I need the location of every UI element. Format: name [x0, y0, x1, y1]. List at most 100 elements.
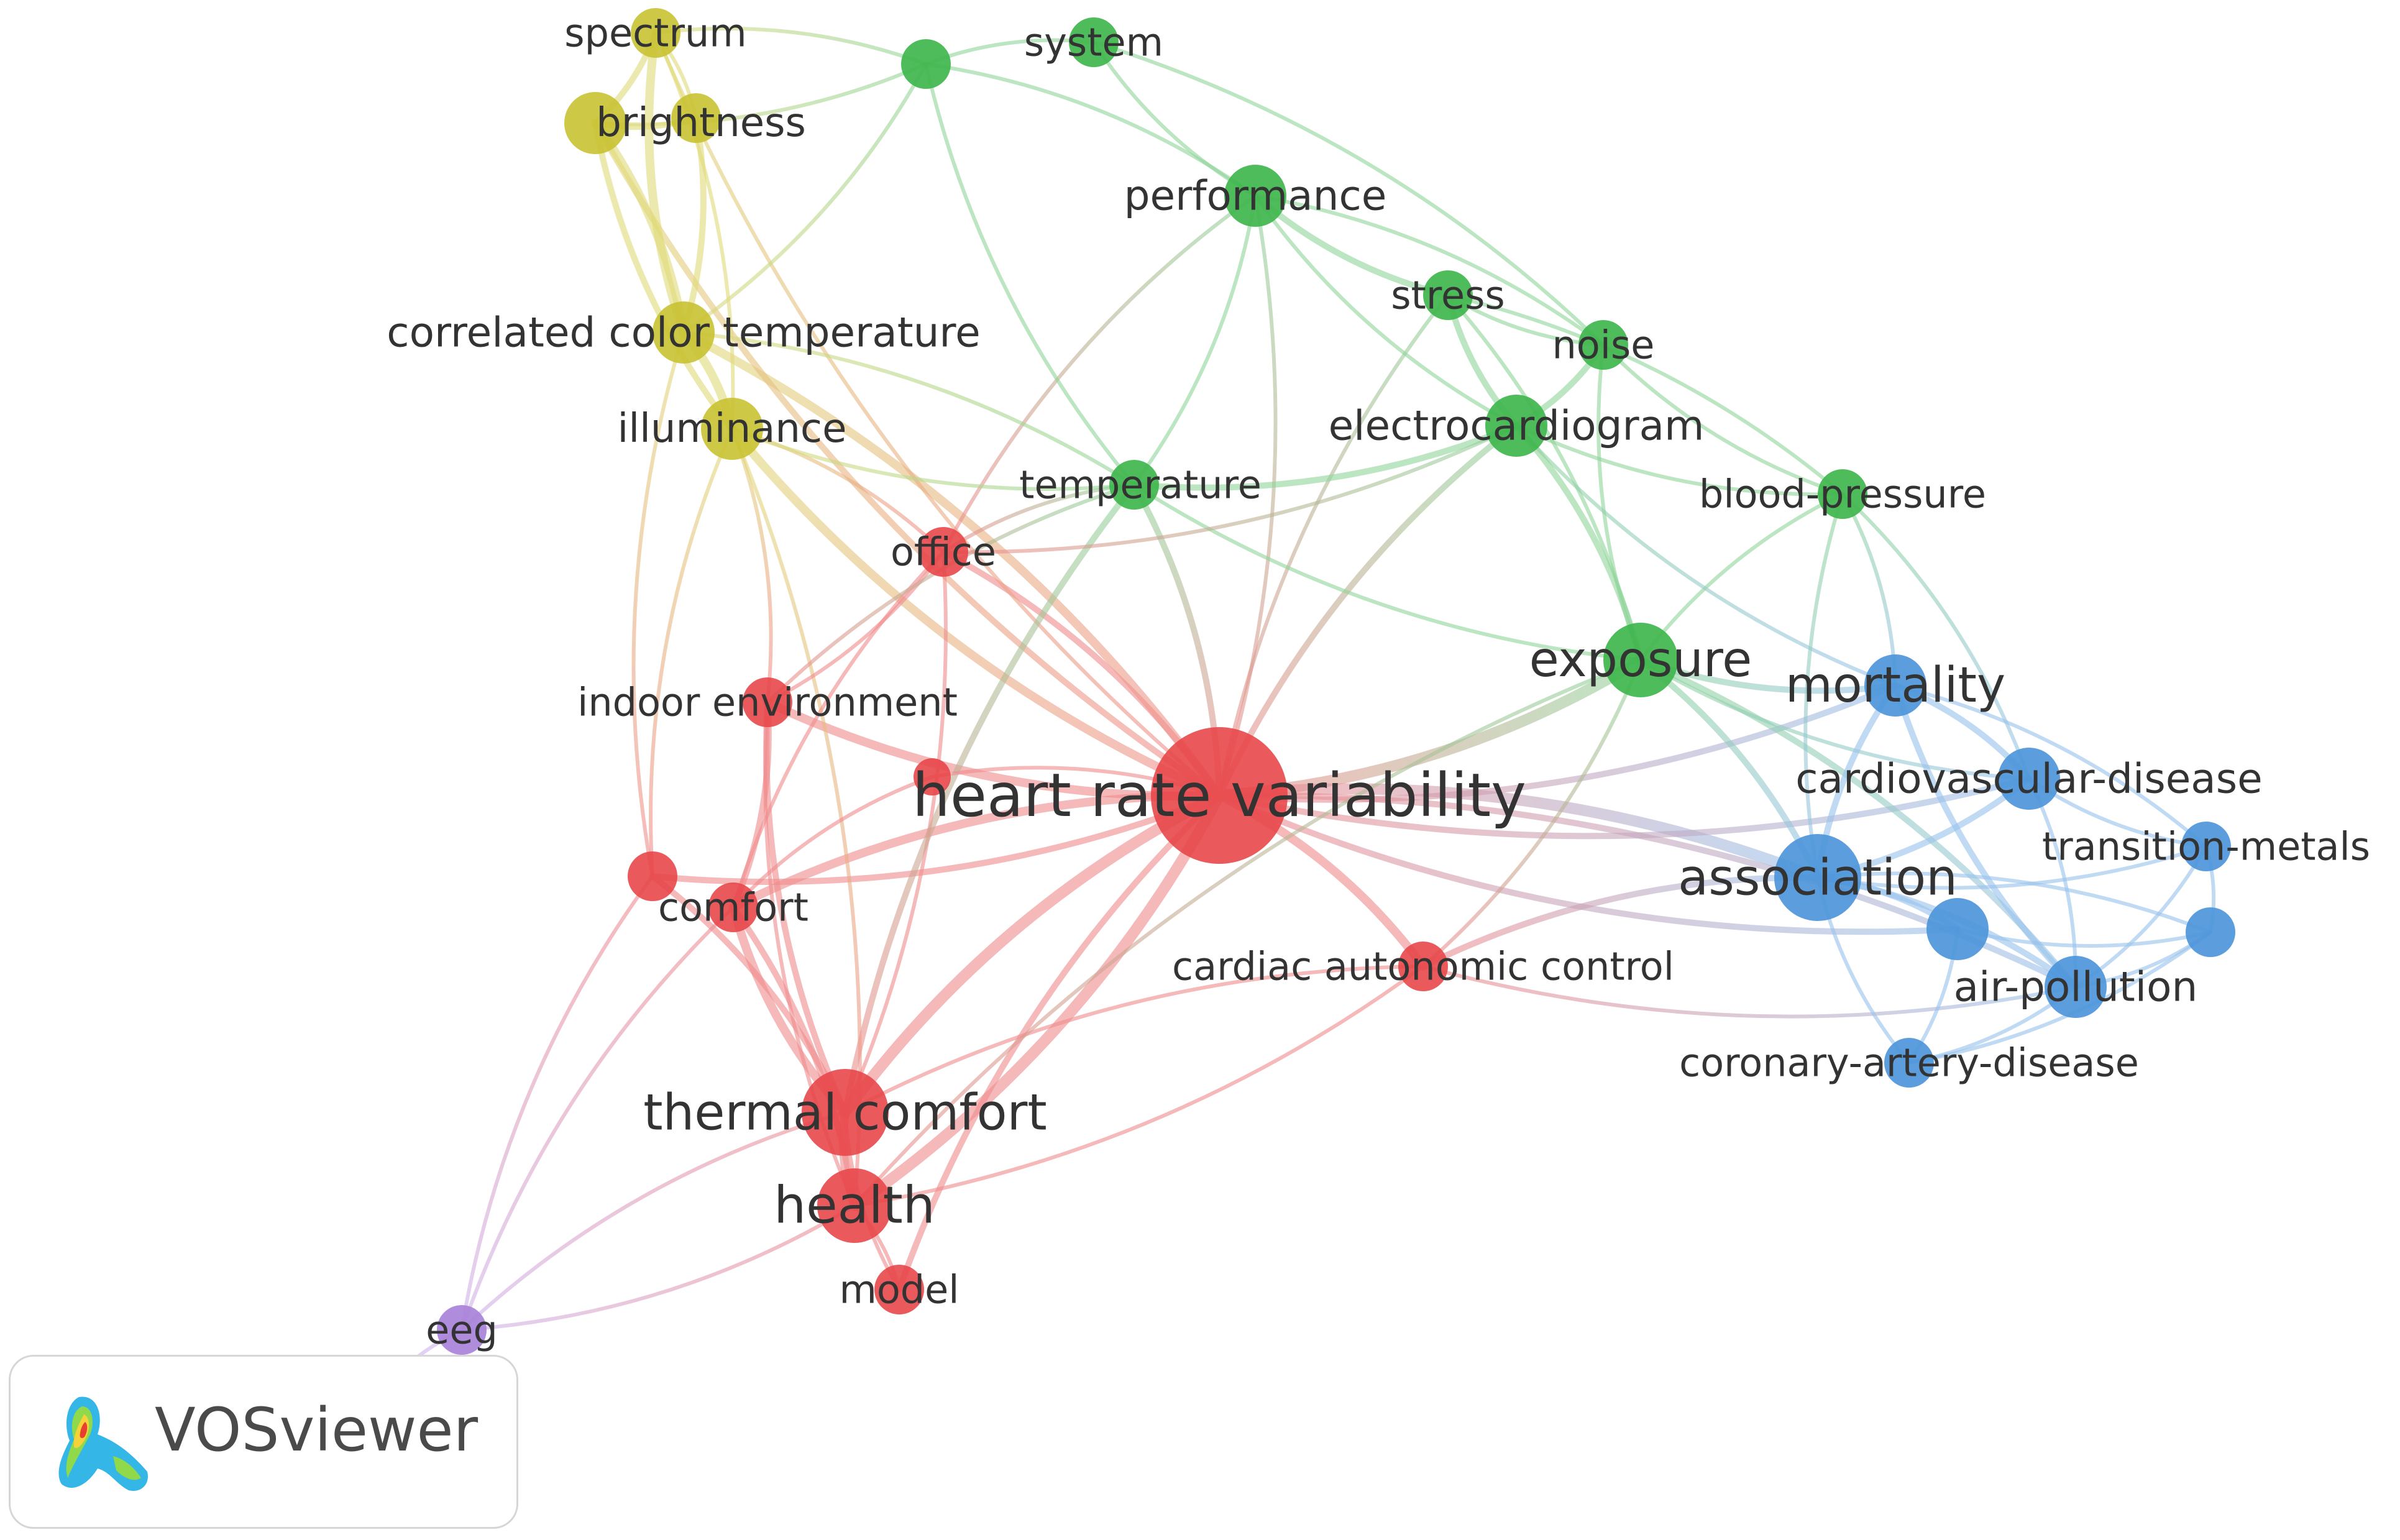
node-cardiovascular-disease[interactable] [1998, 748, 2060, 810]
node-air-pollution[interactable] [2045, 956, 2107, 1018]
edge-cardiac-autonomic-control-air-pollution [1421, 965, 2077, 1019]
edge-exposure-cardiovascular-disease [1639, 658, 2031, 781]
label-association: association [1678, 849, 1958, 907]
edge-blood-pressure-association [1803, 492, 1844, 879]
vosviewer-logo-badge: VOSviewer [9, 1355, 518, 1529]
edge-indoor-environment-illuminance [730, 427, 773, 704]
edge-electrocardiogram-temperature [1131, 423, 1519, 491]
node-eeg[interactable] [437, 1305, 487, 1355]
node-correlated-color-temperature[interactable] [653, 301, 715, 364]
node-indoor-environment[interactable] [743, 677, 792, 727]
node-spectrum[interactable] [631, 8, 680, 58]
edge-heart-rate-variability-brightness [592, 120, 1222, 799]
edge-illuminance-brightness [592, 120, 735, 432]
node-green-unlabeled[interactable] [901, 39, 951, 89]
node-stress[interactable] [1423, 270, 1473, 320]
label-correlated-color-temperature: correlated color temperature [387, 309, 980, 357]
label-exposure: exposure [1529, 632, 1752, 688]
node-electrocardiogram[interactable] [1485, 395, 1547, 457]
node-illuminance[interactable] [701, 398, 763, 460]
edge-illuminance-spectrum [654, 31, 735, 431]
label-stress: stress [1391, 273, 1505, 318]
node-performance[interactable] [1224, 165, 1286, 227]
label-noise: noise [1552, 323, 1655, 368]
label-performance: performance [1124, 172, 1387, 220]
edge-performance-noise [1253, 194, 1605, 347]
edge-heart-rate-variability-comfort-2 [649, 792, 1222, 886]
edge-comfort-2-correlated-color-temperature [631, 331, 685, 878]
node-blue-unlabeled-b[interactable] [2186, 907, 2235, 957]
label-transition-metals: transition-metals [2042, 824, 2370, 869]
edge-comfort-office [731, 550, 945, 909]
label-model: model [839, 1267, 959, 1313]
edge-heart-rate-variability-illuminance [728, 424, 1224, 800]
node-comfort-2[interactable] [628, 851, 677, 901]
edge-exposure-temperature [1132, 483, 1642, 662]
edge-heart-rate-variability-thermal-comfort [840, 790, 1225, 1118]
edge-comfort-2-eeg [460, 874, 654, 1332]
edge-blue-unlabeled-a-blue-unlabeled-b [1956, 927, 2212, 948]
label-heart-rate-variability: heart rate variability [912, 761, 1526, 830]
vosviewer-logo-icon [58, 1396, 148, 1491]
edge-performance-temperature [1132, 194, 1257, 487]
node-system[interactable] [1069, 17, 1119, 67]
edge-stress-blood-pressure [1446, 293, 1844, 496]
edge-noise-blood-pressure [1601, 343, 1844, 496]
node-health[interactable] [817, 1168, 892, 1243]
label-spectrum: spectrum [564, 11, 746, 56]
label-cardiac-autonomic-control: cardiac autonomic control [1172, 944, 1674, 989]
node-office[interactable] [918, 527, 968, 577]
node-exposure[interactable] [1603, 623, 1678, 697]
edge-cardiac-autonomic-control-association [1420, 874, 1821, 969]
edge-heart-rate-variability-performance [1217, 194, 1278, 797]
vosviewer-brand-name: VOSviewer [155, 1395, 479, 1465]
edge-system-noise [1092, 40, 1605, 347]
edge-performance-electrocardiogram [1253, 194, 1518, 428]
node-layer [345, 8, 2235, 1429]
node-blood-pressure[interactable] [1818, 469, 1867, 519]
node-association[interactable] [1774, 834, 1861, 921]
edge-thermal-comfort-cardiac-autonomic-control [843, 965, 1425, 1114]
edge-indoor-environment-office [766, 550, 945, 704]
label-cardiovascular-disease: cardiovascular-disease [1795, 755, 2263, 803]
label-blood-pressure: blood-pressure [1699, 472, 1986, 517]
edge-heart-rate-variability-association [1214, 783, 1823, 883]
node-heart-rate-variability[interactable] [1151, 727, 1288, 864]
edge-thermal-comfort-temperature [842, 482, 1137, 1116]
node-red-hidden[interactable] [914, 758, 951, 795]
node-mortality[interactable] [1864, 654, 1926, 717]
node-brightness-2[interactable] [671, 93, 721, 143]
node-thermal-comfort[interactable] [802, 1069, 889, 1156]
edge-blood-pressure-cardiovascular-disease [1841, 492, 2031, 781]
edge-electrocardiogram-office [941, 424, 1518, 554]
node-temperature[interactable] [1109, 460, 1159, 510]
node-cardiac-autonomic-control[interactable] [1398, 942, 1448, 991]
label-thermal-comfort: thermal comfort [643, 1084, 1047, 1142]
edge-exposure-stress [1446, 293, 1642, 662]
node-blue-unlabeled-a[interactable] [1926, 898, 1989, 960]
edge-green-unlabeled-spectrum [654, 26, 928, 66]
node-transition-metals[interactable] [2181, 822, 2231, 871]
node-model[interactable] [874, 1265, 924, 1314]
node-noise[interactable] [1578, 320, 1628, 370]
edge-comfort-2-illuminance [649, 427, 734, 878]
edge-health-eeg [460, 1204, 856, 1332]
node-comfort[interactable] [708, 882, 758, 932]
edge-heart-rate-variability-model [896, 792, 1222, 1293]
edge-heart-rate-variability-stress [1217, 293, 1450, 797]
label-illuminance: illuminance [618, 406, 847, 452]
edge-green-unlabeled-temperature [924, 62, 1136, 487]
edge-mortality-transition-metals [1894, 684, 2208, 848]
label-electrocardiogram: electrocardiogram [1329, 402, 1705, 450]
node-coronary-artery-disease[interactable] [1884, 1038, 1934, 1088]
label-indoor-environment: indoor environment [577, 680, 958, 725]
edge-mortality-air-pollution [1892, 682, 2079, 990]
label-coronary-artery-disease: coronary-artery-disease [1679, 1040, 2139, 1086]
label-brightness: brightness [596, 100, 806, 146]
node-brightness[interactable] [564, 92, 626, 154]
label-system: system [1024, 20, 1163, 65]
label-air-pollution: air-pollution [1954, 963, 2198, 1011]
edge-green-unlabeled-correlated-color-temperature [682, 62, 928, 334]
